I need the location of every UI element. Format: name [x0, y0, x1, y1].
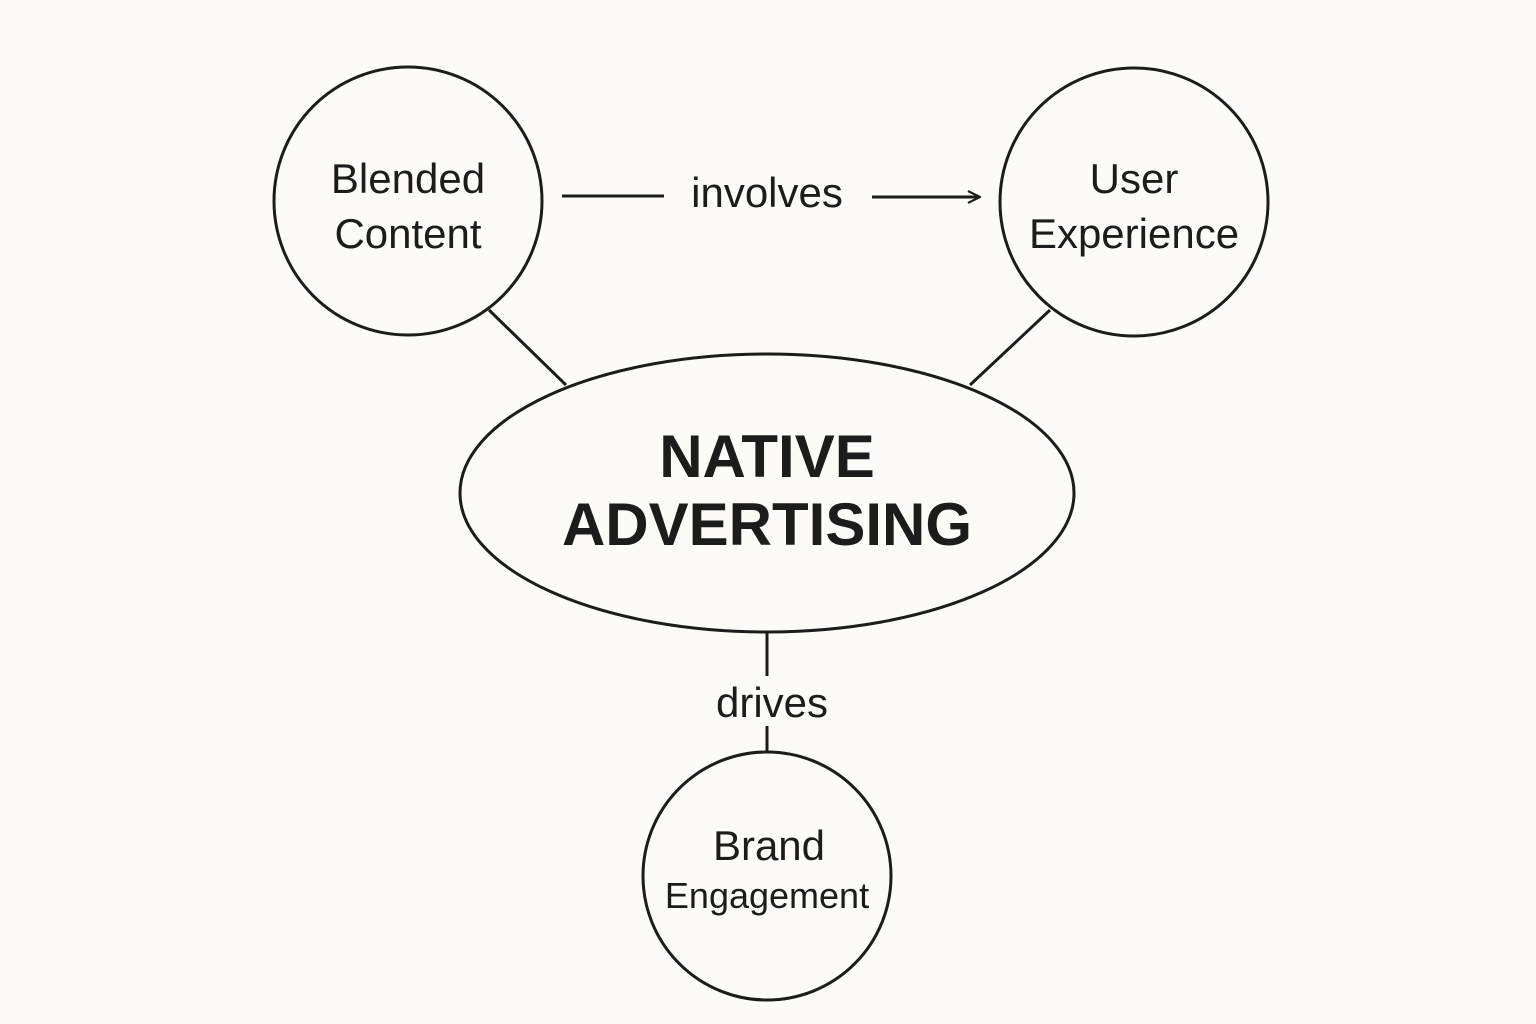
node-user-experience-circle [998, 66, 1270, 338]
center-node-ellipse [458, 352, 1076, 634]
node-blended-content-line1: Blended [331, 155, 485, 202]
connector-user-experience-to-center [968, 308, 1052, 387]
node-brand-engagement-line2: Engagement [665, 875, 869, 916]
node-blended-content: Blended Content [272, 65, 544, 337]
drives-label: drives [716, 679, 828, 726]
node-user-experience-line1: User [1090, 155, 1179, 202]
involves-label: involves [691, 169, 843, 216]
connector-blended-to-center [487, 308, 568, 387]
node-brand-engagement: Brand Engagement [641, 750, 893, 1002]
node-brand-engagement-circle [641, 750, 893, 1002]
node-blended-content-line2: Content [334, 210, 481, 257]
node-user-experience-line2: Experience [1029, 210, 1239, 257]
node-blended-content-circle [272, 65, 544, 337]
center-node-native-advertising: NATIVE ADVERTISING [458, 352, 1076, 634]
center-node-line2: ADVERTISING [562, 491, 972, 558]
center-node-line1: NATIVE [659, 423, 875, 490]
node-brand-engagement-line1: Brand [713, 822, 825, 869]
node-user-experience: User Experience [998, 66, 1270, 338]
